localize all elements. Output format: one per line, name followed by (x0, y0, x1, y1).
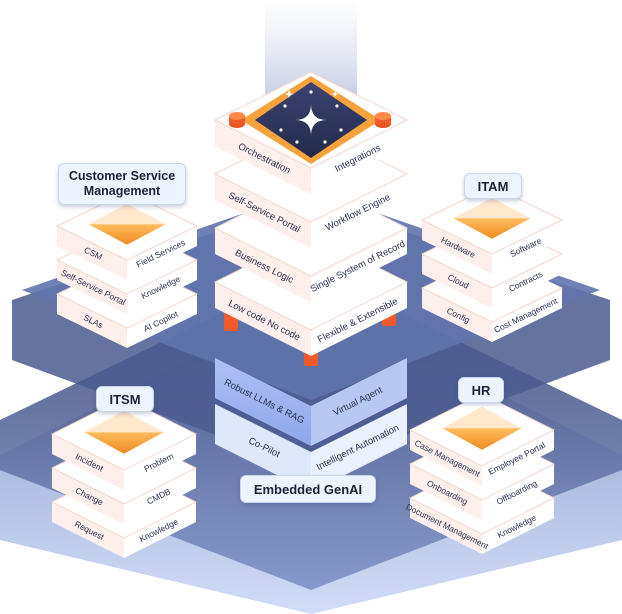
core-genai-right-0 (311, 358, 407, 446)
g-itsm-top-accent-light (84, 410, 164, 433)
g-itam-top-accent-light (453, 197, 531, 219)
sparkle-dot-2 (279, 128, 283, 132)
core-slab-3-left-face (215, 282, 311, 356)
itsm-title-label: ITSM (96, 386, 154, 412)
g-csm-slab-1-left-face (57, 260, 127, 314)
g-hr-slab-1-left-face (410, 464, 482, 520)
sparkle-small-icon-2 (331, 90, 339, 98)
g-csm-top-accent-light (88, 203, 166, 225)
g-csm-slab-2-right-face (127, 294, 197, 348)
g-itsm-slab-0-left-face (52, 434, 124, 490)
g-itsm-slab-1-right-face (124, 468, 196, 524)
g-itsm-slab-2-right-face (124, 502, 196, 558)
sparkle-dot-6 (309, 90, 313, 94)
g-itam-slab-0-left-face (422, 220, 492, 274)
itam-title-label: ITAM (464, 173, 522, 199)
g-itam-slab-2-right-face (492, 288, 562, 342)
g-itam-slab-2-left-face (422, 288, 492, 342)
g-csm-top-accent (88, 224, 166, 245)
sparkle-dot-1 (335, 104, 339, 108)
g-itsm-top-accent (84, 432, 164, 454)
sparkle-small-icon-1 (284, 89, 294, 99)
g-hr-slab-0-right-face (482, 430, 554, 486)
g-hr-slab-0-left-face (410, 430, 482, 486)
core-slab-0-left-face (215, 120, 311, 194)
g-itsm-slab-1-left-face (52, 468, 124, 524)
sparkle-dot-0 (283, 104, 287, 108)
core-slab-2-right-face (311, 228, 407, 302)
core-slab-0-right-face (311, 120, 407, 194)
core-slab-3-right-face (311, 282, 407, 356)
g-itsm-slab-0-right-face (124, 434, 196, 490)
core-genai-right-1 (311, 404, 407, 492)
sparkle-dot-3 (339, 128, 343, 132)
g-csm-slab-2-left-face (57, 294, 127, 348)
sparkle-dot-5 (323, 140, 327, 144)
csm-title-label: Customer Service Management (58, 163, 186, 205)
sparkle-dot-4 (295, 140, 299, 144)
hr-title-label: HR (458, 377, 504, 403)
core-slab-1-left-face (215, 174, 311, 248)
g-itam-slab-0-right-face (492, 220, 562, 274)
g-csm-slab-0-right-face (127, 226, 197, 280)
core-genai-left-0 (215, 358, 311, 446)
sparkle-icon (295, 104, 327, 136)
g-itam-top-accent (453, 218, 531, 239)
itsm-title-text: ITSM (109, 391, 141, 407)
g-itam-slab-1-right-face (492, 254, 562, 308)
core-slab-1-right-face (311, 174, 407, 248)
g-hr-top-accent-light (442, 406, 522, 429)
core-genai-left-1 (215, 404, 311, 492)
itam-title-text: ITAM (477, 178, 509, 194)
embedded-genai-label: Embedded GenAI (240, 475, 376, 503)
core-knob-top-1 (375, 112, 391, 120)
hr-title-text: HR (471, 382, 491, 398)
g-itam-slab-1-left-face (422, 254, 492, 308)
g-hr-slab-1-right-face (482, 464, 554, 520)
g-hr-slab-2-right-face (482, 498, 554, 554)
core-slab-2-left-face (215, 228, 311, 302)
g-csm-slab-0-left-face (57, 226, 127, 280)
g-itsm-slab-2-left-face (52, 502, 124, 558)
g-hr-top-accent (442, 428, 522, 450)
csm-title-text: Customer Service Management (68, 169, 176, 198)
core-knob-top-0 (229, 112, 245, 120)
embedded-genai-text: Embedded GenAI (253, 481, 363, 497)
g-csm-slab-1-right-face (127, 260, 197, 314)
g-hr-slab-2-left-face (410, 498, 482, 554)
